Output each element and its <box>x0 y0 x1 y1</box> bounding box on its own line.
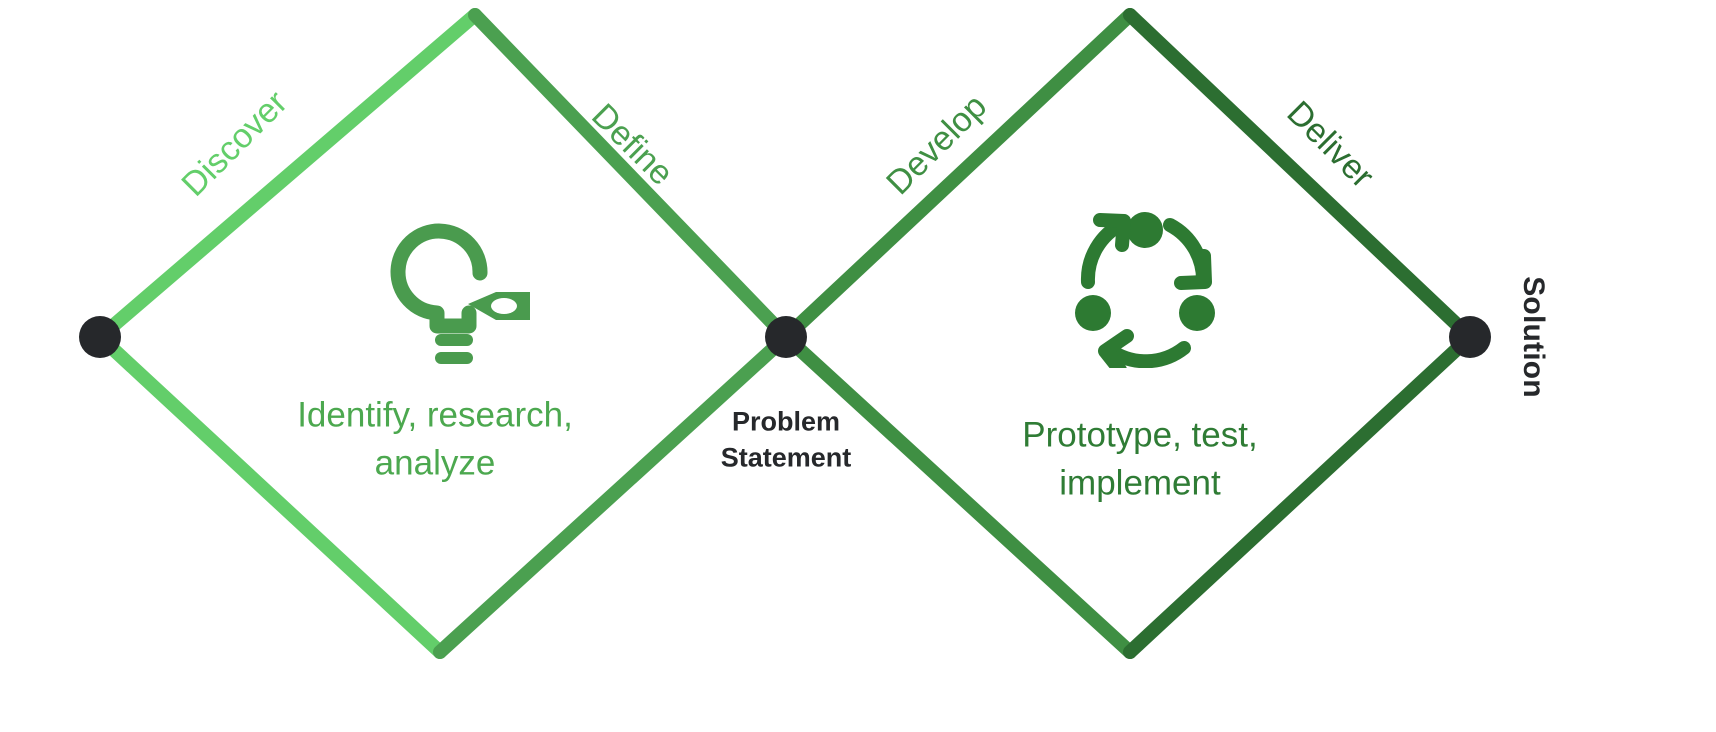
edge-deliver-lower <box>1123 330 1477 659</box>
edge-discover-lower <box>93 330 447 659</box>
edge-develop <box>779 8 1137 344</box>
lightbulb-icon <box>368 198 538 368</box>
node-problem <box>79 316 121 358</box>
edge-deliver <box>1123 8 1477 344</box>
edge-define <box>468 8 793 344</box>
cycle-dot-top <box>1127 212 1163 248</box>
cycle-arrows-icon <box>1060 198 1230 377</box>
left-diamond-caption: Identify, research, analyze <box>297 395 573 483</box>
edge-develop-lower <box>779 330 1137 659</box>
cycle-dot-right <box>1179 295 1215 331</box>
node-problem-statement <box>765 316 807 358</box>
node-solution <box>1449 316 1491 358</box>
edge-define-lower <box>433 330 793 659</box>
problem-statement-label: Problem Statement <box>720 406 852 473</box>
solution-endpoint-label: Solution <box>1517 276 1550 398</box>
right-diamond-caption: Prototype, test, implement <box>1022 415 1258 503</box>
edge-discover <box>93 8 482 344</box>
cycle-dot-left <box>1075 295 1111 331</box>
